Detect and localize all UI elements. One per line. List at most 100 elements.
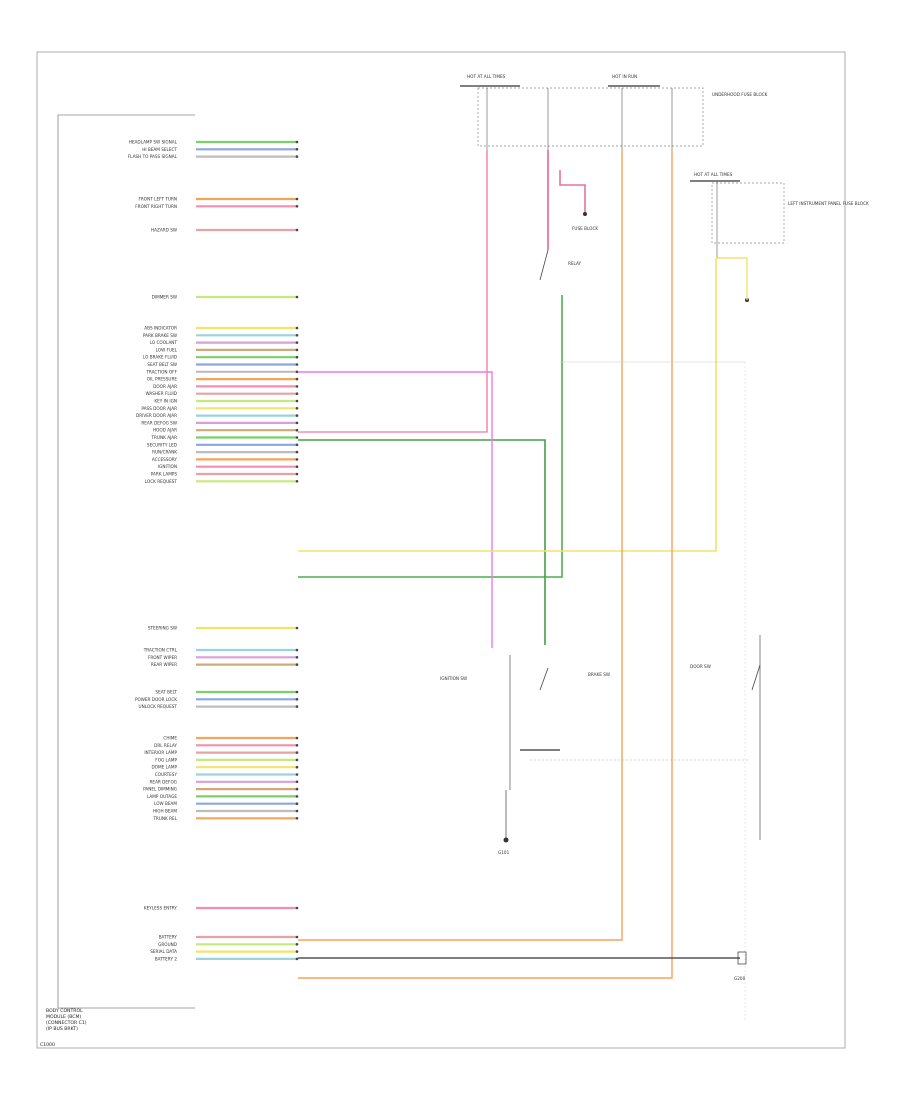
diagram-footer-code: C1000 — [40, 1042, 55, 1048]
pin-label: HOOD AJAR — [153, 428, 177, 433]
pin-label: SEAT BELT SW — [147, 362, 177, 367]
module-label-line-1: BODY CONTROL — [46, 1008, 83, 1014]
hot-at-all-times-label: HOT AT ALL TIMES — [467, 74, 506, 79]
pin-label: HEADLAMP SW SIGNAL — [129, 140, 178, 145]
wire-terminal — [295, 698, 299, 701]
yellow-wire-2 — [716, 257, 748, 300]
wire-terminal — [295, 148, 299, 151]
underhood-fuse-block: HOT AT ALL TIMES HOT IN RUN UNDERHOOD FU… — [460, 74, 768, 150]
wire-terminal — [295, 802, 299, 805]
magenta-wire — [298, 371, 493, 648]
pin-label: OIL PRESSURE — [147, 377, 178, 382]
fuse-block-outline — [477, 87, 704, 147]
pin-label: UNLOCK REQUEST — [139, 704, 178, 709]
ground-label-1: G101 — [498, 850, 510, 855]
pin-label: LO COOLANT — [150, 340, 178, 345]
wire-terminal — [295, 370, 299, 374]
wire-terminal — [295, 399, 299, 403]
wire-terminal — [295, 443, 299, 447]
pin-label: PARK LAMPS — [151, 472, 178, 477]
wire-terminal — [295, 648, 299, 652]
relay-label: RELAY — [568, 261, 582, 266]
pin-label: GROUND — [158, 942, 177, 947]
ignition-switch-label: IGNITION SW — [440, 676, 467, 681]
wire-terminal — [295, 943, 299, 946]
door-switch-label: DOOR SW — [690, 664, 711, 669]
wire-terminal — [295, 341, 299, 344]
wire-terminal — [295, 377, 299, 381]
pin-label: FRONT WIPER — [148, 655, 177, 660]
pin-label: INTERIOR LAMP — [144, 750, 177, 755]
wire-terminal — [295, 957, 299, 961]
pin-label: REAR DEFOG — [150, 779, 177, 784]
pin-label: LAMP OUTAGE — [147, 794, 177, 799]
splice-dot — [583, 212, 587, 216]
pin-label: ACCESSORY — [152, 457, 178, 462]
wire-terminal — [295, 656, 299, 659]
wire-terminal — [295, 326, 299, 330]
yellow-wire — [298, 258, 717, 552]
wire-terminal — [295, 935, 299, 939]
left-ip-fuse-block: HOT AT ALL TIMES LEFT INSTRUMENT PANEL F… — [690, 172, 869, 302]
pin-label: LOW FUEL — [156, 347, 178, 352]
wire-terminal — [295, 392, 299, 396]
brake-switch-label: BRAKE SW — [588, 672, 610, 677]
pin-label: STEERING SW — [148, 626, 177, 631]
wire-terminal — [295, 809, 299, 813]
wire-terminal — [295, 428, 299, 432]
wire-terminal — [295, 690, 299, 694]
pin-label: ABS INDICATOR — [144, 326, 177, 331]
wire-terminal — [295, 228, 299, 232]
wire-terminal — [295, 705, 299, 708]
ip-fuse-block-label: LEFT INSTRUMENT PANEL FUSE BLOCK — [788, 201, 869, 206]
pin-label: TRACTION OFF — [145, 369, 177, 374]
wire-terminal — [295, 626, 299, 630]
pin-label: SECURITY LED — [147, 442, 177, 447]
pin-label: DOME LAMP — [151, 765, 177, 770]
wire-terminal — [295, 197, 299, 201]
pin-label: COURTESY — [155, 772, 178, 777]
pin-label: POWER DOOR LOCK — [135, 697, 177, 702]
pin-label: TRACTION CTRL — [143, 648, 178, 653]
wire-terminal — [295, 465, 299, 469]
pin-label: LOW BEAM — [154, 801, 177, 806]
pin-label: SEAT BELT — [155, 690, 177, 695]
module-wires — [196, 140, 299, 961]
pin-label: FRONT LEFT TURN — [138, 197, 177, 202]
wire-terminal — [295, 744, 299, 747]
wire-terminal — [295, 480, 299, 483]
wire-terminal — [295, 407, 299, 410]
wire-terminal — [295, 385, 299, 388]
pin-label: REAR DEFOG SW — [141, 420, 177, 425]
wire-terminal — [295, 906, 299, 910]
pin-label: SERIAL DATA — [150, 949, 177, 954]
pink-wire — [298, 150, 488, 433]
wire-terminal — [295, 950, 299, 953]
pin-label: RUN/CRANK — [152, 450, 177, 455]
pink-loop — [559, 170, 586, 212]
wire-terminal — [295, 765, 299, 769]
pin-label: PARK BRAKE SW — [143, 333, 177, 338]
pin-label: LO BRAKE FLUID — [143, 355, 177, 360]
wire-terminal — [295, 736, 299, 740]
wire-terminal — [295, 758, 299, 762]
wire-terminal — [295, 773, 299, 776]
harness-wires — [298, 150, 748, 1020]
wire-terminal — [295, 795, 299, 798]
wire-terminal — [295, 295, 299, 299]
wire-terminal — [295, 140, 299, 144]
wire-terminal — [295, 450, 299, 454]
ground-label-2: G200 — [734, 976, 746, 981]
green-wire-2 — [298, 439, 546, 645]
pin-label: FLASH TO PASS SIGNAL — [128, 154, 178, 159]
switch-arm — [539, 249, 549, 281]
pin-label: REAR WIPER — [151, 662, 177, 667]
ip-hot-label: HOT AT ALL TIMES — [694, 172, 733, 177]
module-label-line-4: (IP BUS BRKT) — [46, 1026, 78, 1032]
wire-terminal — [295, 787, 299, 791]
ground-connector — [737, 951, 747, 965]
wire-terminal — [295, 421, 299, 425]
wire-terminal — [295, 780, 299, 784]
wire-terminal — [295, 817, 299, 820]
